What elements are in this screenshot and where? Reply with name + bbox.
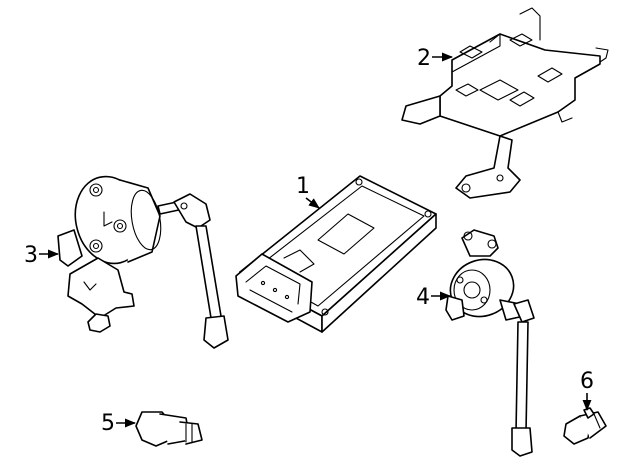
svg-text:2: 2 xyxy=(417,46,431,71)
sensor-part-5 xyxy=(135,411,203,447)
svg-text:5: 5 xyxy=(101,411,115,436)
sensor-part-6 xyxy=(563,407,607,445)
callout-3: 3 xyxy=(24,243,60,268)
svg-text:1: 1 xyxy=(296,174,310,199)
svg-text:6: 6 xyxy=(580,369,594,394)
height-sensor-part-3 xyxy=(57,175,229,349)
control-module-part-1 xyxy=(235,175,437,333)
callout-6: 6 xyxy=(580,369,594,412)
svg-text:3: 3 xyxy=(24,243,38,268)
callout-5: 5 xyxy=(101,411,137,436)
callout-4: 4 xyxy=(416,285,452,310)
svg-text:4: 4 xyxy=(416,285,430,310)
height-sensor-part-4 xyxy=(445,229,535,457)
callout-2: 2 xyxy=(417,46,454,71)
callout-1: 1 xyxy=(296,174,320,209)
mounting-bracket-part-2 xyxy=(401,7,609,199)
